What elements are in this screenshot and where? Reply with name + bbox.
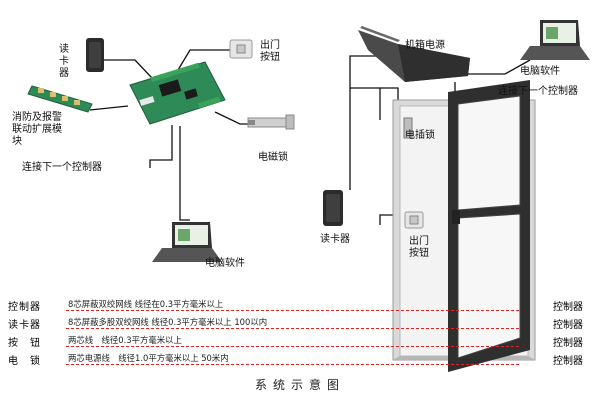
right-laptop: [520, 20, 590, 60]
left-exit-button: [229, 39, 253, 59]
label-left-next-controller: 连接下一个控制器: [22, 162, 102, 173]
label-left-pc-software: 电脑软件: [205, 258, 245, 269]
legend-row-desc: 两芯线 线径0.3平方毫米以上: [68, 335, 182, 345]
label-right-reader: 读卡器: [320, 234, 350, 245]
label-left-reader: 读卡器: [59, 44, 69, 79]
legend-row-name: 按 钮: [8, 338, 41, 349]
legend-row-dashline: [66, 364, 519, 365]
legend-row-desc: 8芯屏蔽双绞网线 线径在0.3平方毫米以上: [68, 299, 224, 309]
label-right-pc-software: 电脑软件: [520, 66, 560, 77]
label-power: 机箱电源: [405, 40, 445, 51]
legend-row-dashline: [66, 346, 519, 347]
electric-lock: [403, 117, 413, 139]
door-leaf: [448, 80, 530, 372]
magnetic-lock: [247, 114, 295, 130]
legend-row-name: 电 锁: [8, 356, 41, 367]
label-fire-module: 消防及报警联动扩展模块: [12, 112, 62, 147]
legend-row-desc: 8芯屏蔽多股双绞网线 线径0.3平方毫米以上 100以内: [68, 317, 268, 327]
legend-row-tail: 控制器: [553, 338, 583, 349]
left-laptop: [152, 222, 222, 262]
controller-board: [129, 61, 226, 125]
power-box: [358, 26, 470, 82]
label-mag-lock: 电磁锁: [258, 152, 288, 163]
legend-row: 读卡器 8芯屏蔽多股双绞网线 线径0.3平方毫米以上 100以内 控制器: [8, 316, 593, 332]
legend-row: 控制器 8芯屏蔽双绞网线 线径在0.3平方毫米以上 控制器: [8, 298, 593, 314]
legend-row-name: 控制器: [8, 302, 41, 313]
left-card-reader: [86, 38, 104, 72]
label-left-exit-button: 出门按钮: [260, 40, 280, 63]
label-right-exit-button: 出门按钮: [409, 236, 429, 259]
extension-module: [27, 85, 93, 113]
label-electric-lock: 电插锁: [405, 130, 435, 141]
legend-row-dashline: [66, 310, 519, 311]
legend-row-name: 读卡器: [8, 320, 41, 331]
legend-row: 按 钮 两芯线 线径0.3平方毫米以上 控制器: [8, 334, 593, 350]
legend-row-tail: 控制器: [553, 356, 583, 367]
right-card-reader: [323, 190, 343, 226]
diagram-caption: 系统示意图: [254, 378, 345, 392]
legend-row-tail: 控制器: [553, 320, 583, 331]
right-exit-button: [404, 211, 424, 229]
legend-row-tail: 控制器: [553, 302, 583, 313]
legend-row: 电 锁 两芯电源线 线径1.0平方毫米以上 50米内 控制器: [8, 352, 593, 368]
label-right-next-controller: 连接下一个控制器: [498, 86, 578, 97]
legend-row-desc: 两芯电源线 线径1.0平方毫米以上 50米内: [68, 353, 229, 363]
legend-row-dashline: [66, 328, 519, 329]
left-wiring: [89, 49, 250, 221]
